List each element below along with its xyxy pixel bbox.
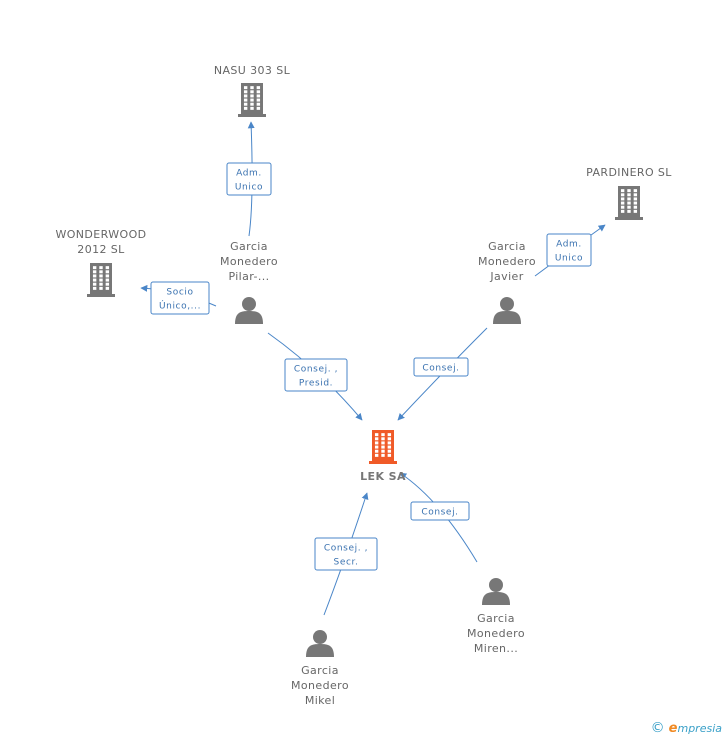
edge-label-text: Único,... — [159, 300, 201, 312]
main-company-building-icon[interactable] — [369, 430, 397, 464]
edge-pilar-to-lek: Consej. , Presid. — [267, 332, 363, 421]
edge-label-box[interactable] — [314, 537, 378, 571]
edge-mikel-to-lek: Consej. , Secr. — [314, 492, 378, 616]
person-icon[interactable] — [235, 297, 263, 324]
edge-label-text: Consej. , — [294, 365, 338, 375]
edge-label-text: Unico — [235, 183, 263, 193]
person-icon[interactable] — [482, 578, 510, 605]
node-label: Mikel — [305, 694, 335, 707]
edge-label-text: Adm. — [236, 169, 262, 179]
brand-name: mpresia — [677, 721, 722, 735]
edge-label-text: Consej. — [421, 508, 458, 518]
edge-pilar-to-wonderwood: SocioÚnico,... — [140, 281, 217, 315]
node-label: Pilar-... — [228, 270, 269, 283]
edge-label-text: Consej. — [422, 364, 459, 374]
edge-label-box[interactable] — [284, 358, 348, 392]
node-label: Garcia — [488, 240, 526, 253]
node-label: Monedero — [478, 255, 536, 268]
node-label: PARDINERO SL — [586, 166, 672, 179]
node-label: LEK SA — [360, 470, 406, 483]
brand-logo[interactable]: empresia — [669, 721, 722, 736]
node-label: NASU 303 SL — [214, 64, 291, 77]
edge-pilar-to-nasu: Adm. Unico — [226, 121, 272, 237]
person-icon[interactable] — [493, 297, 521, 324]
node-miren[interactable]: GarciaMonederoMiren... — [467, 578, 525, 655]
edge-javier-to-lek: Consej. — [397, 327, 488, 421]
edge-label-text: Presid. — [299, 379, 333, 389]
node-pardinero[interactable]: PARDINERO SL — [586, 166, 672, 220]
node-label: WONDERWOOD — [55, 228, 146, 241]
node-label: Miren... — [474, 642, 518, 655]
footer-credit: © empresia — [651, 720, 722, 736]
brand-initial: e — [668, 720, 678, 736]
node-label: Monedero — [291, 679, 349, 692]
copyright-symbol: © — [650, 720, 665, 736]
node-nasu[interactable]: NASU 303 SL — [214, 64, 291, 117]
nodes-layer: NASU 303 SL PARDINERO SL WONDERWOOD 2012 SL… — [55, 64, 672, 707]
node-label: Monedero — [467, 627, 525, 640]
node-label: Javier — [489, 270, 523, 283]
edge-label-box[interactable] — [546, 233, 592, 267]
edge-label-text: Unico — [555, 254, 583, 264]
company-building-icon[interactable] — [615, 186, 643, 220]
node-label: Garcia — [477, 612, 515, 625]
company-building-icon[interactable] — [238, 83, 266, 117]
edge-miren-to-lek: Consej. — [399, 472, 478, 563]
edge-label-text: Secr. — [334, 558, 359, 568]
node-label: Garcia — [301, 664, 339, 677]
edge-label-text: Consej. , — [324, 544, 368, 554]
person-icon[interactable] — [306, 630, 334, 657]
edge-label-box[interactable] — [413, 357, 469, 377]
edge-label-box[interactable] — [150, 281, 210, 315]
node-label: Monedero — [220, 255, 278, 268]
company-building-icon[interactable] — [87, 263, 115, 297]
edge-label-box[interactable] — [410, 501, 470, 521]
node-wonderwood[interactable]: WONDERWOOD 2012 SL — [55, 228, 146, 297]
node-label: Garcia — [230, 240, 268, 253]
edge-javier-to-pardinero: Adm. Unico — [534, 224, 606, 277]
node-label: 2012 SL — [77, 243, 125, 256]
node-lek[interactable]: LEK SA — [360, 430, 406, 483]
node-pilar[interactable]: GarciaMonederoPilar-... — [220, 240, 278, 324]
edge-label-text: Socio — [166, 288, 193, 298]
edge-label-text: Adm. — [556, 240, 582, 250]
edge-label-box[interactable] — [226, 162, 272, 196]
